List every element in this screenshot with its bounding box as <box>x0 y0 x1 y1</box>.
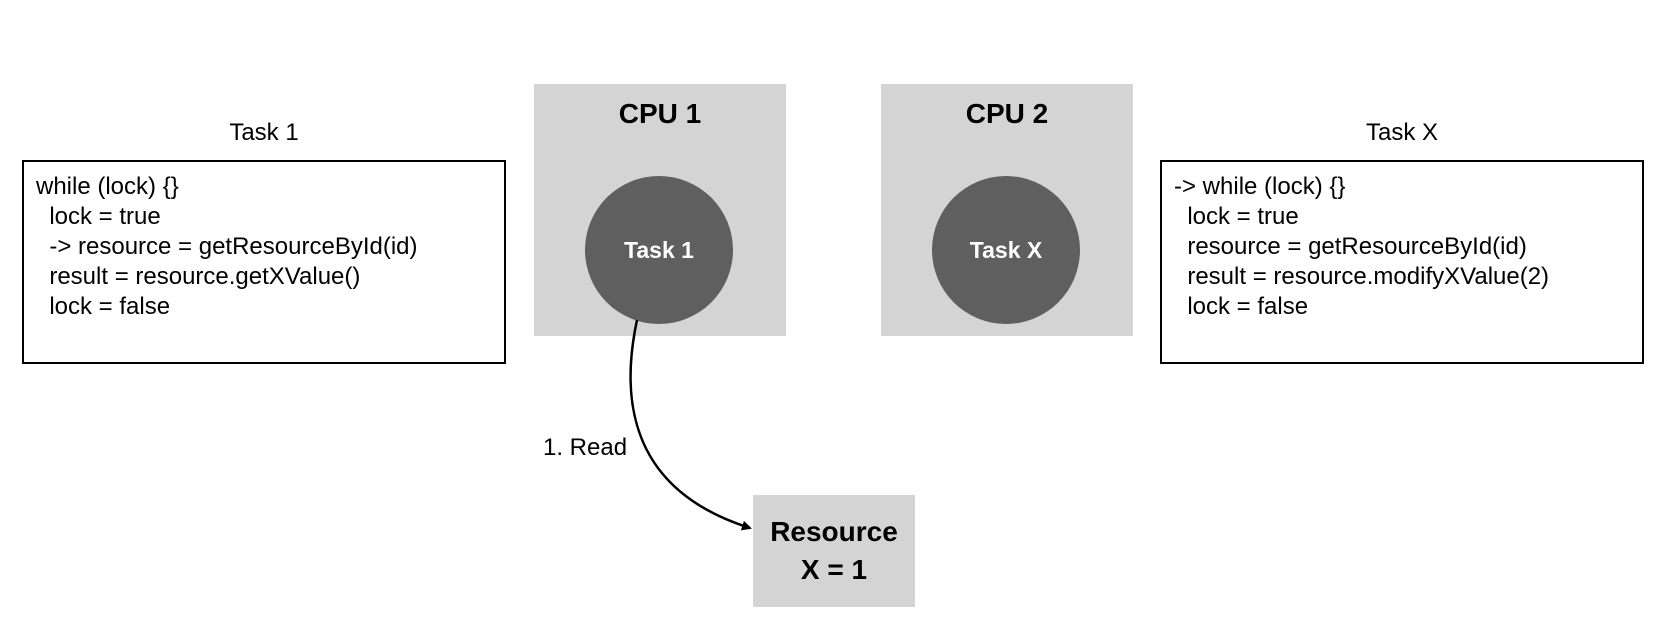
task1-code-box: while (lock) {} lock = true -> resource … <box>22 160 506 364</box>
code-line: resource = getResourceById(id) <box>1174 233 1527 260</box>
code-line: -> while (lock) {} <box>1174 173 1346 200</box>
resource-title: Resource <box>770 516 898 547</box>
code-line: lock = true <box>1174 203 1299 230</box>
code-line: -> resource = getResourceById(id) <box>36 233 418 260</box>
read-arrow-path <box>629 319 752 531</box>
cpu1-title: CPU 1 <box>618 98 702 129</box>
cpu2-box: CPU 2 Task X <box>881 84 1133 336</box>
cpu1-box: CPU 1 Task 1 <box>534 84 786 336</box>
cpu1-running-task: Task 1 <box>585 176 733 324</box>
code-line: lock = false <box>36 293 171 320</box>
read-arrow-label: 1. Read <box>543 434 628 461</box>
task1-title: Task 1 <box>229 119 299 146</box>
cpu2-running-task: Task X <box>932 176 1080 324</box>
cpu1-task-label: Task 1 <box>624 236 694 263</box>
code-line: result = resource.getXValue() <box>36 263 361 290</box>
code-line: lock = true <box>36 203 161 230</box>
taskx-code-box: -> while (lock) {} lock = true resource … <box>1160 160 1644 364</box>
taskx-title: Task X <box>1365 119 1439 146</box>
cpu2-title: CPU 2 <box>965 98 1049 129</box>
resource-value: X = 1 <box>800 554 868 585</box>
code-line: while (lock) {} <box>36 173 179 200</box>
code-line: result = resource.modifyXValue(2) <box>1174 263 1550 290</box>
code-line: lock = false <box>1174 293 1309 320</box>
cpu2-task-label: Task X <box>969 236 1043 263</box>
resource-box: Resource X = 1 <box>753 495 915 607</box>
